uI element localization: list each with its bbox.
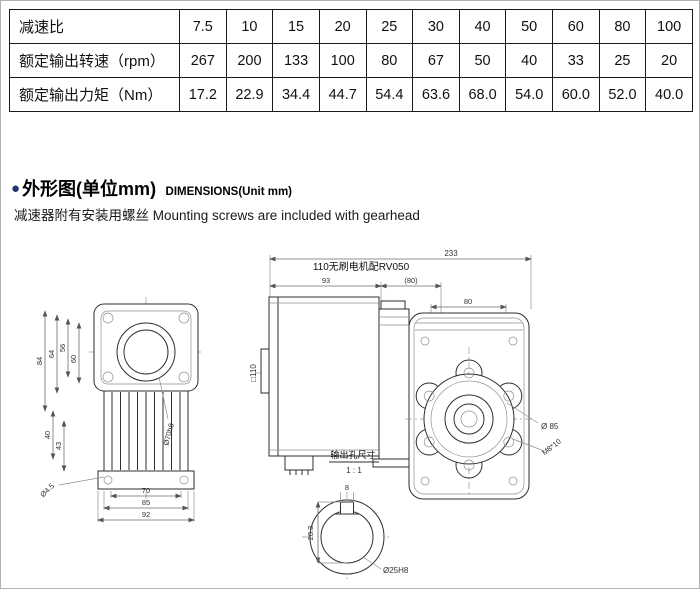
dim-70: 70 (142, 486, 150, 495)
table-row-torque: 额定输出力矩（Nm） 17.2 22.9 34.4 44.7 54.4 63.6… (9, 77, 693, 112)
table-cell: 60.0 (552, 77, 600, 112)
rear-flange-rosette (415, 359, 523, 479)
table-cell: 54.0 (505, 77, 553, 112)
front-view-vertical-dims: 84 64 56 60 40 43 (35, 310, 82, 472)
table-cell: 54.4 (365, 77, 414, 112)
dim-d25h8: Ø25H8 (383, 566, 409, 575)
table-cell: 40 (458, 9, 507, 44)
section-title-cn: 外形图(单位mm) (22, 179, 157, 199)
table-row-speed: 额定输出转速（rpm） 267 200 133 100 80 67 50 40 … (9, 43, 693, 78)
row-label-torque: 额定输出力矩（Nm） (9, 77, 180, 112)
dim-85: 85 (142, 498, 150, 507)
table-cell: 22.9 (225, 77, 274, 112)
dim-93: 93 (322, 276, 330, 285)
cooling-fins (111, 392, 181, 470)
table-cell: 63.6 (412, 77, 460, 112)
table-cell: 17.2 (179, 77, 227, 112)
table-cell: 30 (412, 9, 460, 44)
dim-square110: □110 (249, 364, 258, 382)
section-note: 减速器附有安装用螺丝 Mounting screws are included … (14, 204, 420, 224)
dimension-drawings: 84 64 56 60 40 43 Ø4.5 Ø70h8 (35, 249, 563, 582)
table-cell: 40.0 (645, 77, 693, 112)
table-cell: 25 (598, 43, 647, 78)
table-cell: 34.4 (272, 77, 320, 112)
section-heading: ●外形图(单位mm) DIMENSIONS(Unit mm) (11, 175, 292, 201)
bullet-icon: ● (11, 180, 21, 197)
dim-m8-tap: M8*10 (540, 437, 563, 457)
table-cell: 7.5 (179, 9, 227, 44)
output-hole-scale: 1 : 1 (346, 466, 362, 475)
dim-40: 40 (43, 431, 52, 439)
rear-view-drawing: 80 (405, 297, 563, 500)
output-bore-detail: 输出孔尺寸 1 : 1 8 28.3 Ø25H8 (302, 449, 409, 582)
dim-28-3: 28.3 (306, 526, 315, 541)
table-cell: 267 (179, 43, 227, 78)
table-cell: 50 (458, 43, 507, 78)
table-cell: 20 (318, 9, 367, 44)
row-label-speed: 额定输出转速（rpm） (9, 43, 180, 78)
table-cell: 68.0 (458, 77, 507, 112)
table-cell: 25 (365, 9, 414, 44)
dim-43: 43 (54, 442, 63, 450)
dim-80: 80 (464, 297, 472, 306)
dim-key-8: 8 (345, 483, 349, 492)
table-cell: 33 (552, 43, 600, 78)
table-cell: 200 (225, 43, 274, 78)
section-title-en: DIMENSIONS(Unit mm) (165, 186, 293, 198)
table-cell: 100 (318, 43, 367, 78)
table-cell: 20 (645, 43, 693, 78)
dim-80-paren: (80) (404, 276, 418, 285)
row-label-ratio: 减速比 (9, 9, 180, 44)
dim-hole-d45: Ø4.5 (38, 481, 56, 499)
table-cell: 50 (505, 9, 553, 44)
dim-64: 64 (47, 350, 56, 358)
terminal-box (284, 455, 314, 475)
table-cell: 52.0 (598, 77, 647, 112)
table-cell: 40 (505, 43, 553, 78)
dim-56: 56 (58, 344, 67, 352)
table-cell: 80 (365, 43, 414, 78)
table-cell: 44.7 (318, 77, 367, 112)
table-cell: 80 (598, 9, 647, 44)
dim-60: 60 (69, 355, 78, 363)
output-hole-title: 输出孔尺寸 (330, 449, 375, 460)
table-cell: 67 (412, 43, 460, 78)
front-view-drawing: 84 64 56 60 40 43 Ø4.5 Ø70h8 (35, 297, 203, 523)
side-view-drawing: 110无刷电机配RV050 233 93 (80) □110 (249, 249, 532, 475)
table-cell: 15 (272, 9, 320, 44)
dim-92: 92 (142, 510, 150, 519)
table-row-ratio: 减速比 7.5 10 15 20 25 30 40 50 60 80 100 (9, 9, 693, 44)
assembly-label: 110无刷电机配RV050 (313, 260, 410, 273)
table-cell: 10 (225, 9, 274, 44)
table-cell: 60 (552, 9, 600, 44)
table-cell: 100 (645, 9, 693, 44)
front-view-bottom-dims: 70 85 92 (97, 486, 195, 523)
table-cell: 133 (272, 43, 320, 78)
section-note-en: Mounting screws are included with gearhe… (152, 208, 420, 223)
dim-233: 233 (444, 249, 458, 258)
spec-table: 减速比 7.5 10 15 20 25 30 40 50 60 80 100 额… (9, 9, 693, 112)
dim-d85: Ø 85 (541, 422, 559, 431)
section-note-cn: 减速器附有安装用螺丝 (14, 208, 149, 223)
dim-84: 84 (35, 357, 44, 365)
